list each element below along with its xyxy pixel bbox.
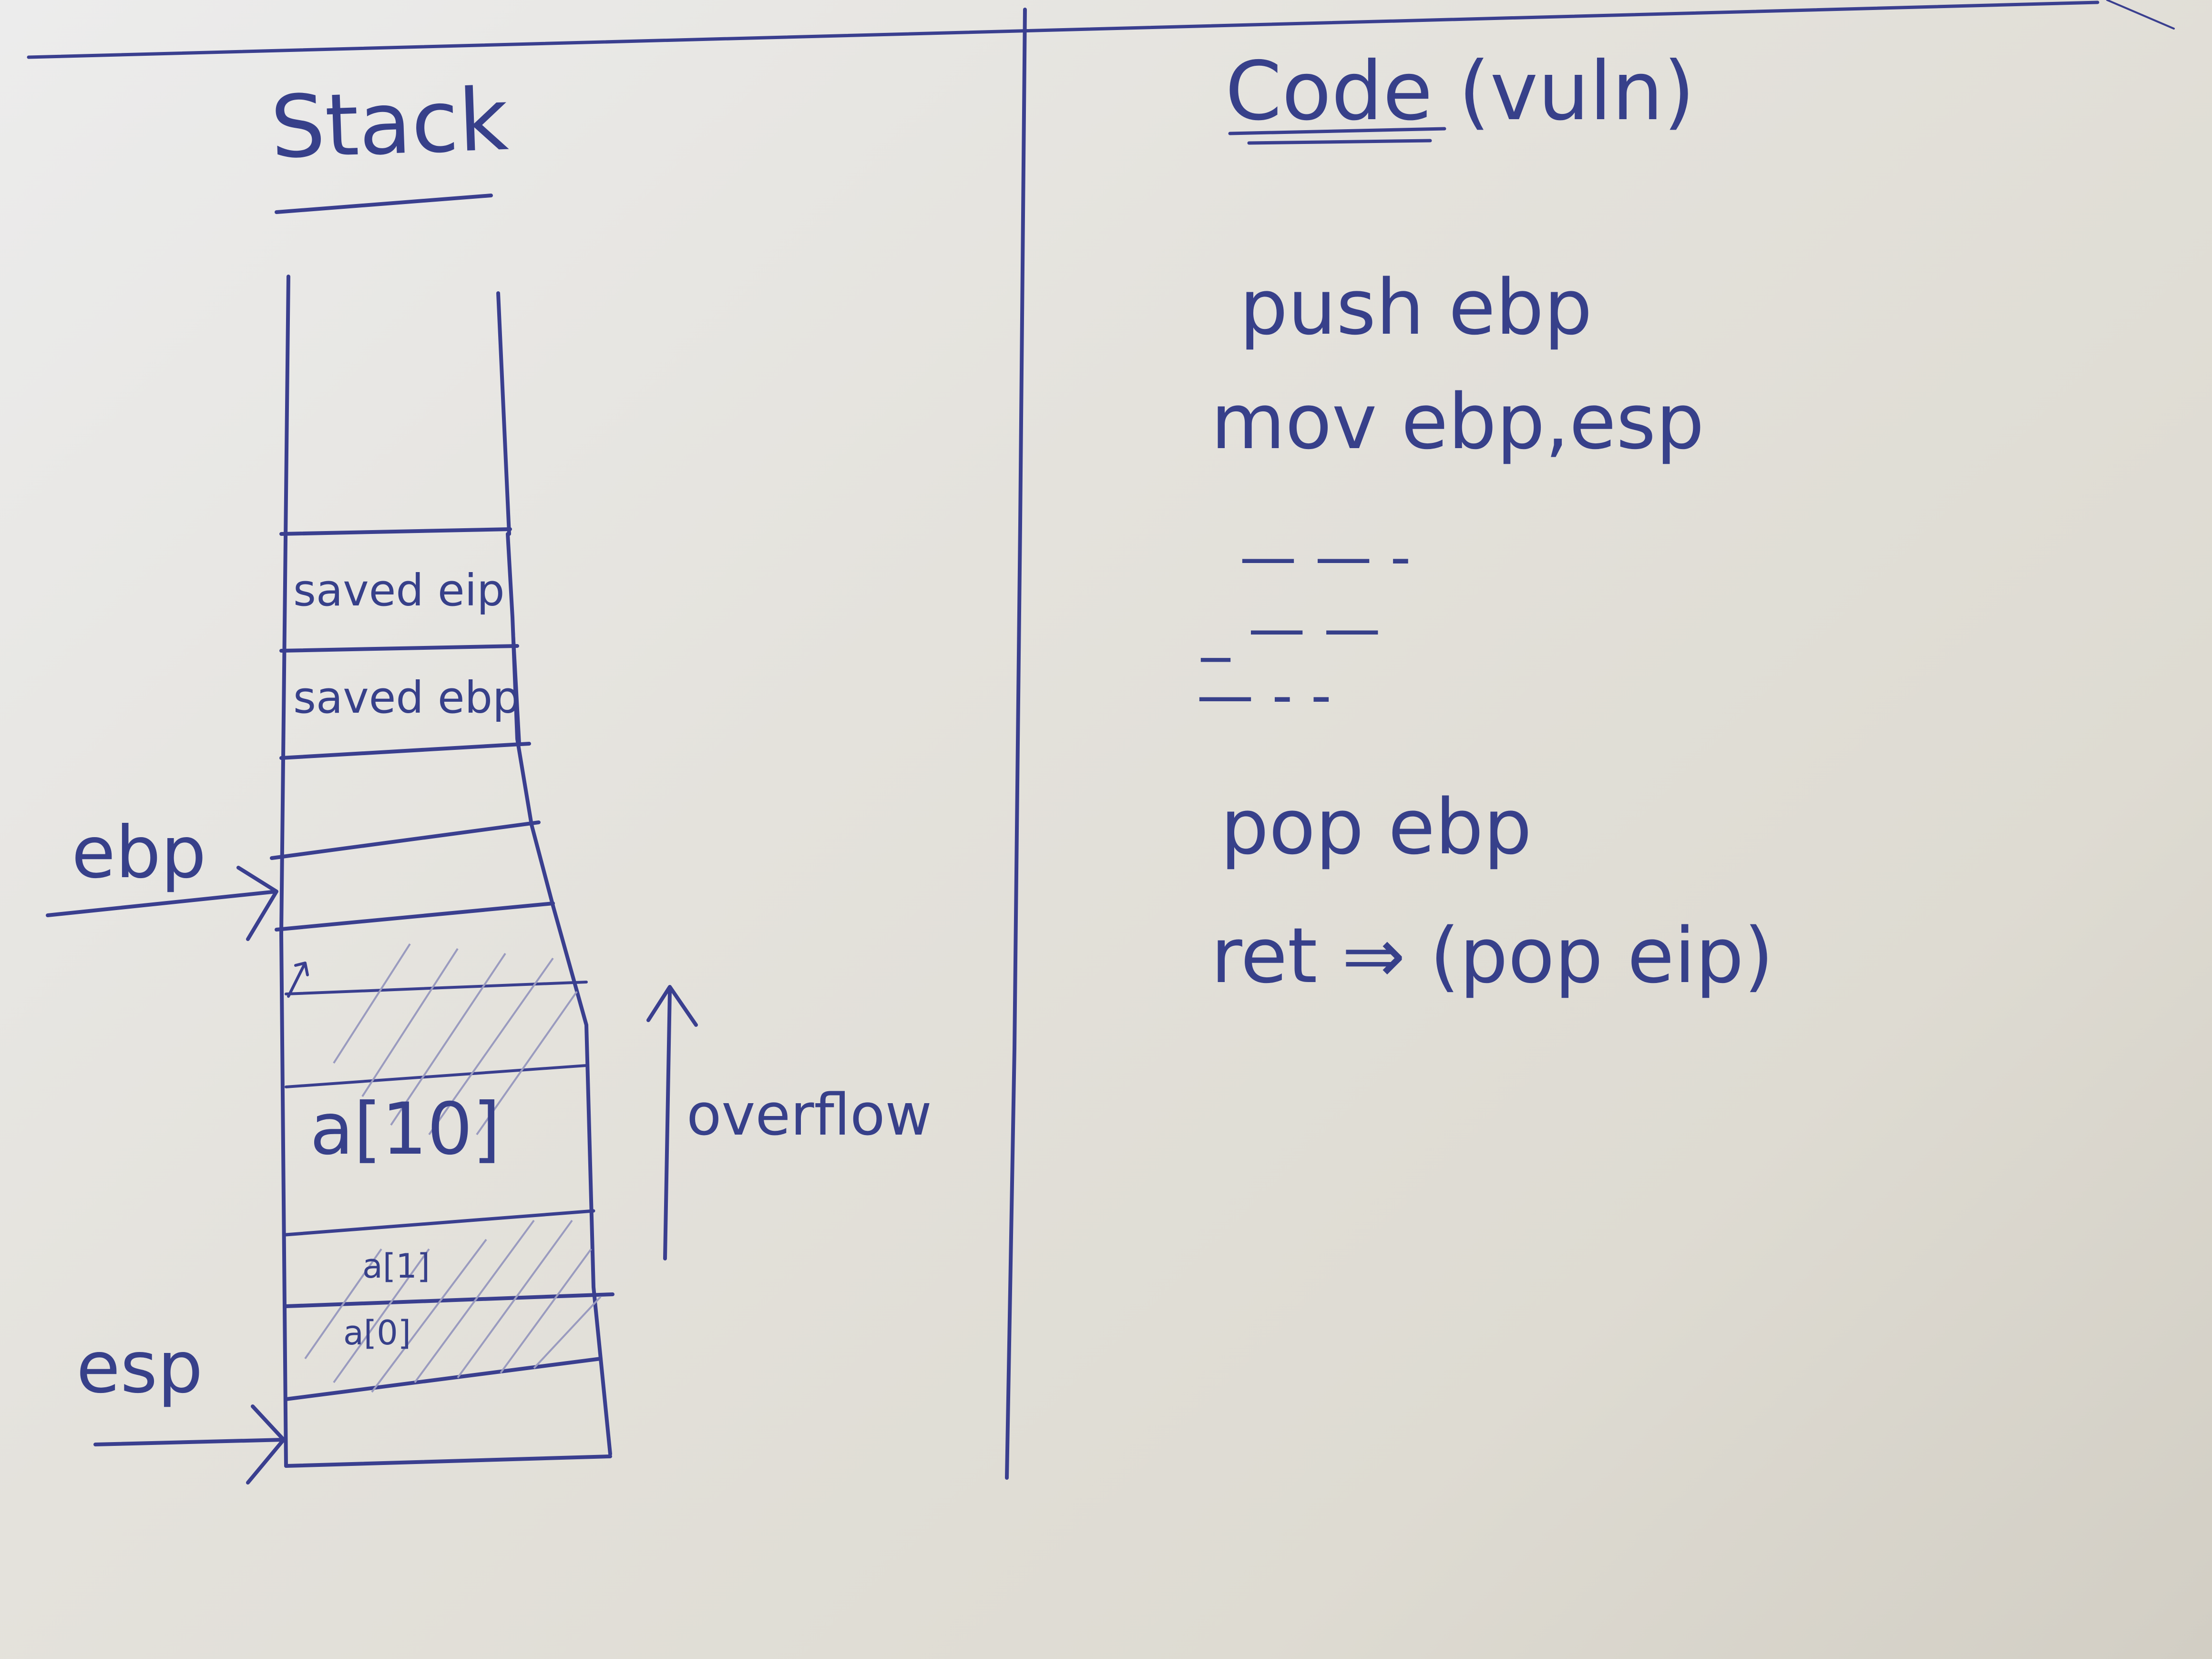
saved-eip-label: saved eip: [293, 565, 505, 616]
corner-edge-line: [2106, 0, 2175, 30]
stack-bottom: [284, 1454, 612, 1468]
array-a0-label: a[0]: [343, 1313, 411, 1352]
cell-line-9: [284, 1292, 614, 1308]
cell-line-6: [285, 981, 588, 995]
cell-line-10: [284, 1357, 603, 1401]
ebp-pointer-label: ebp: [72, 811, 206, 894]
overflow-arrow: [646, 985, 698, 1260]
cell-line-1: [279, 527, 512, 536]
stack-right-wall-top: [496, 291, 511, 536]
code-line-pop: pop ebp: [1220, 782, 1532, 871]
code-line-push: push ebp: [1239, 263, 1592, 352]
overflow-hatching: [304, 943, 602, 1393]
small-up-arrow: [287, 962, 309, 998]
saved-ebp-right-edge: [511, 614, 521, 745]
stack-title: Stack: [269, 70, 510, 178]
array-a1-label: a[1]: [362, 1247, 430, 1286]
page-divider-line: [1005, 8, 1027, 1480]
code-line-mov: mov ebp,esp: [1211, 377, 1704, 466]
code-title: Code (vuln): [1225, 44, 1695, 139]
esp-pointer-label: esp: [76, 1326, 203, 1409]
stack-title-underline: [275, 194, 493, 214]
cell-line-2: [279, 644, 519, 653]
cell-line-3: [279, 742, 531, 760]
stack-right-wall-upper: [506, 532, 555, 908]
cell-line-4: [270, 820, 541, 860]
cell-line-8: [284, 1209, 595, 1237]
stack-right-wall-lower: [551, 904, 612, 1456]
stack-left-wall: [279, 275, 290, 1468]
array-a10-label: a[10]: [310, 1088, 501, 1171]
cell-line-7: [285, 1064, 588, 1088]
code-line-ret: ret ⇒ (pop eip): [1211, 911, 1773, 1000]
cell-line-5: [275, 901, 555, 932]
stack-diagram: saved eip saved ebp a[10] a[1] a[0]: [270, 275, 614, 1468]
top-rule-line: [27, 0, 2099, 59]
saved-ebp-label: saved ebp: [293, 672, 520, 723]
code-placeholder-1: — — -: [1239, 524, 1411, 591]
code-placeholder-2: _ — —: [1200, 596, 1381, 662]
ebp-pointer-arrow: [46, 866, 278, 941]
code-placeholder-3: — - -: [1197, 663, 1331, 729]
overflow-label: overflow: [686, 1082, 932, 1148]
esp-pointer-arrow: [93, 1404, 286, 1485]
code-title-underline: [1228, 127, 1446, 145]
